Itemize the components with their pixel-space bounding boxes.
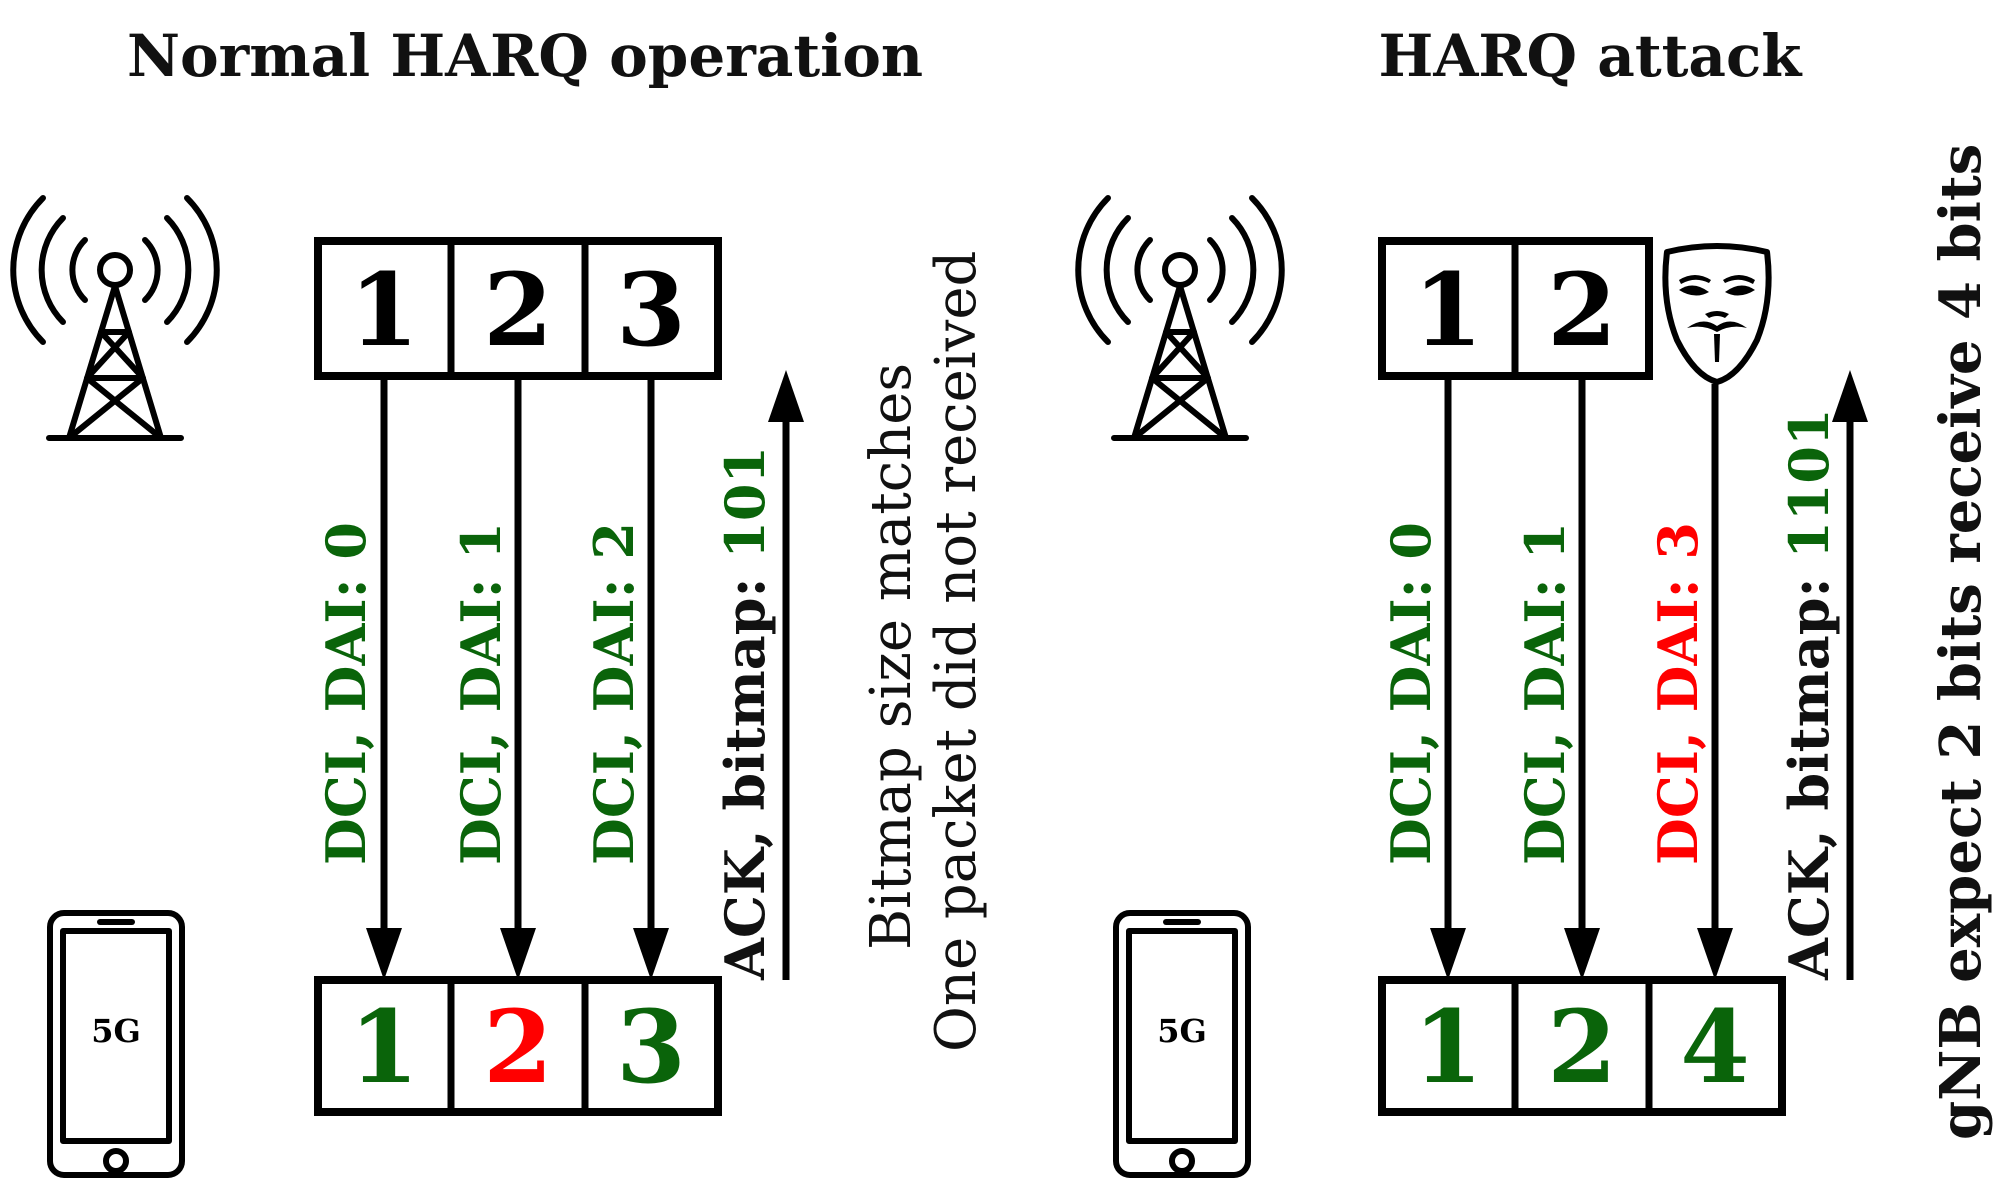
ack-label: ACK, bitmap: 101	[713, 446, 777, 981]
dci-label-3: DCI, DAI: 2	[582, 522, 646, 865]
dci-label-2: DCI, DAI: 1	[1513, 522, 1577, 865]
sent-packet-1: 1	[349, 251, 419, 369]
phone-label: 5G	[1157, 1012, 1207, 1050]
sent-packet-row: 1 2 3	[314, 237, 722, 380]
smartphone-icon: 5G	[47, 910, 185, 1178]
sent-packet-row: 1 2	[1378, 237, 1653, 380]
dci-label-1: DCI, DAI: 0	[1379, 522, 1443, 865]
dci-arrows	[366, 376, 669, 980]
ack-label: ACK, bitmap: 1101	[1777, 408, 1841, 981]
ack-arrow	[1832, 370, 1868, 980]
received-packet-4: 4	[1680, 988, 1750, 1106]
sent-packet-2: 2	[1547, 251, 1617, 369]
note-bitmap-size: Bitmap size matches	[859, 363, 924, 950]
normal-panel-title: Normal HARQ operation	[127, 22, 923, 90]
received-packet-row: 1 2 4	[1378, 976, 1786, 1116]
note-packet-missing: One packet did not received	[924, 251, 989, 1052]
dci-arrows	[1430, 376, 1733, 980]
anonymous-mask-icon	[1662, 243, 1772, 385]
received-packet-row: 1 2 3	[314, 976, 722, 1116]
note-bit-mismatch: gNB expect 2 bits receive 4 bits	[1928, 144, 1994, 1140]
cell-tower-icon	[1075, 195, 1285, 441]
received-packet-3: 3	[616, 988, 686, 1106]
dci-label-2: DCI, DAI: 1	[449, 522, 513, 865]
sent-packet-3: 3	[616, 251, 686, 369]
phone-label: 5G	[91, 1012, 141, 1050]
received-packet-2: 2	[1547, 988, 1617, 1106]
ack-arrow	[768, 370, 804, 980]
sent-packet-2: 2	[483, 251, 553, 369]
received-packet-2: 2	[483, 988, 553, 1106]
attack-panel-title: HARQ attack	[1379, 22, 1804, 90]
sent-packet-1: 1	[1413, 251, 1483, 369]
cell-tower-icon	[10, 195, 220, 441]
received-packet-1: 1	[1413, 988, 1483, 1106]
dci-label-3: DCI, DAI: 3	[1646, 522, 1710, 865]
dci-label-1: DCI, DAI: 0	[314, 522, 378, 865]
received-packet-1: 1	[349, 988, 419, 1106]
smartphone-icon: 5G	[1113, 910, 1251, 1178]
